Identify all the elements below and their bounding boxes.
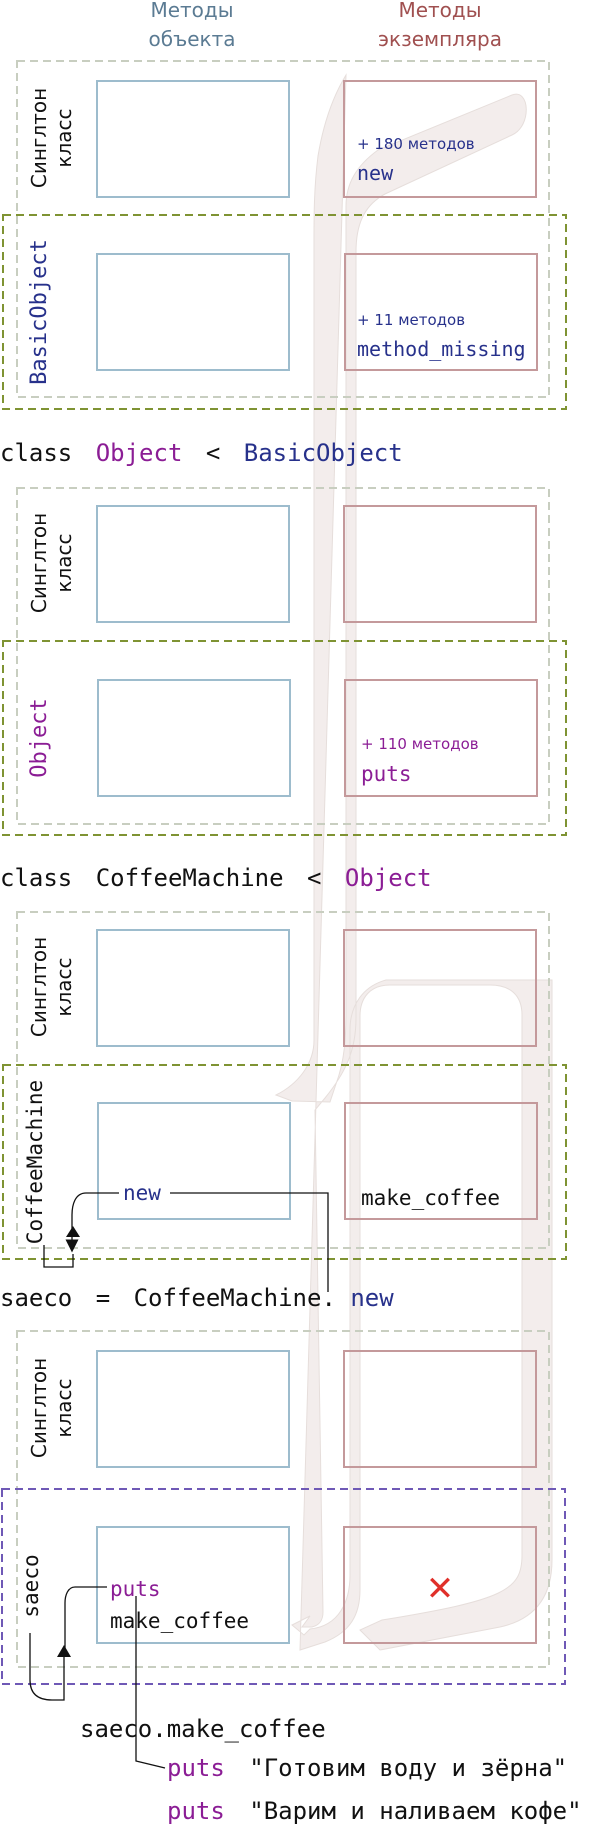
- coffee-machine-class-frame: [2, 1064, 567, 1260]
- object-instance-count: + 110 методов: [361, 735, 479, 753]
- object-declaration-keyword: class: [0, 439, 72, 467]
- object-singleton-label-line-1: Синглтон: [27, 513, 51, 613]
- saeco-assignment-target: saeco: [0, 1284, 72, 1312]
- object-singleton-label-line-2: класс: [52, 533, 76, 592]
- basic-object-singleton-label-line-2: класс: [52, 108, 76, 167]
- saeco-object-frame: [1, 1488, 566, 1685]
- coffee-machine-class-declaration: class CoffeeMachine < Object: [0, 864, 432, 892]
- object-declaration-parent: BasicObject: [244, 439, 403, 467]
- saeco-assignment-method: new: [350, 1284, 394, 1312]
- saeco-assignment-operator: =: [96, 1284, 110, 1312]
- basic-object-instance-count: + 11 методов: [357, 311, 465, 329]
- basic-object-instance-methods-box: [344, 253, 538, 371]
- basic-object-object-methods-box: [96, 253, 290, 371]
- coffee-machine-declaration-operator: <: [307, 864, 321, 892]
- basic-object-singleton-instance-methods-box: [343, 80, 537, 198]
- saeco-singleton-label-line-1: Синглтон: [27, 1358, 51, 1458]
- saeco-singleton-object-methods-box: [96, 1350, 290, 1468]
- method-lookup-flow-path: [274, 73, 553, 1651]
- object-methods-header-line-1: Методы: [150, 0, 233, 22]
- saeco-arrow-head: [57, 1645, 71, 1657]
- object-singleton-object-methods-box: [96, 505, 290, 623]
- code-line-1: puts "Готовим воду и зёрна": [167, 1754, 567, 1782]
- code-line-1-argument: "Готовим воду и зёрна": [249, 1754, 567, 1782]
- code-line-2-method: puts: [167, 1797, 225, 1825]
- coffee-machine-arrow-head: [66, 1226, 80, 1237]
- object-declaration-name: Object: [96, 439, 183, 467]
- object-class-declaration: class Object < BasicObject: [0, 439, 403, 467]
- new-method-call-connector: [65, 1192, 119, 1253]
- saeco-instance-methods-box: [343, 1526, 537, 1644]
- saeco-singleton-class-frame: [16, 1330, 550, 1668]
- code-line-1-method: puts: [167, 1754, 225, 1782]
- coffee-machine-declaration-keyword: class: [0, 864, 72, 892]
- instance-methods-header-line-1: Методы: [398, 0, 481, 22]
- puts-call-connector: [64, 1586, 107, 1648]
- basic-object-class-frame: [2, 214, 567, 410]
- coffee-machine-class-label: CoffeeMachine: [23, 1080, 47, 1244]
- coffee-machine-instance-methods-box: [344, 1102, 538, 1220]
- new-method-return-line: [170, 1192, 329, 1292]
- instance-methods-header-line-2: экземпляра: [378, 27, 502, 51]
- saeco-object-methods-box: [96, 1526, 290, 1644]
- coffee-machine-loop-arrow: [43, 1245, 74, 1268]
- coffee-machine-singleton-label-line-2: класс: [52, 957, 76, 1016]
- coffee-machine-singleton-object-methods-box: [96, 929, 290, 1047]
- saeco-puts-method: puts: [110, 1577, 161, 1601]
- object-instance-methods-box: [344, 679, 538, 797]
- object-methods-header-line-2: объекта: [149, 27, 236, 51]
- code-line-2: puts "Варим и наливаем кофе": [167, 1797, 582, 1825]
- object-puts-method: puts: [361, 762, 412, 786]
- code-line-2-argument: "Варим и наливаем кофе": [249, 1797, 581, 1825]
- coffee-machine-object-methods-box: [97, 1102, 291, 1220]
- basic-object-singleton-new-method: new: [357, 161, 394, 185]
- coffee-machine-declaration-parent: Object: [345, 864, 432, 892]
- saeco-label: saeco: [19, 1554, 43, 1617]
- saeco-make-coffee-method: make_coffee: [110, 1609, 249, 1633]
- basic-object-singleton-object-methods-box: [96, 80, 290, 198]
- basic-object-singleton-class-frame: [16, 60, 550, 398]
- saeco-singleton-instance-methods-box: [343, 1350, 537, 1468]
- coffee-machine-singleton-instance-methods-box: [343, 929, 537, 1047]
- basic-object-class-label: BasicObject: [27, 239, 52, 385]
- object-object-methods-box: [97, 679, 291, 797]
- object-class-label: Object: [27, 698, 52, 777]
- object-singleton-instance-methods-box: [343, 505, 537, 623]
- saeco-singleton-label-line-2: класс: [52, 1378, 76, 1437]
- coffee-machine-declaration-name: CoffeeMachine: [96, 864, 284, 892]
- saeco-instance-methods-cross-icon: ✕: [426, 1569, 455, 1609]
- coffee-machine-singleton-class-frame: [16, 911, 550, 1249]
- make-coffee-call-connector: [135, 1596, 166, 1769]
- basic-object-method-missing-method: method_missing: [357, 337, 526, 361]
- coffee-machine-make-coffee-method: make_coffee: [361, 1186, 500, 1210]
- saeco-assignment: saeco = CoffeeMachine. new: [0, 1284, 394, 1312]
- object-class-frame: [2, 640, 567, 836]
- object-declaration-operator: <: [206, 439, 220, 467]
- basic-object-singleton-instance-count: + 180 методов: [357, 135, 475, 153]
- saeco-assignment-receiver: CoffeeMachine.: [134, 1284, 336, 1312]
- saeco-loop-arrow: [29, 1633, 65, 1701]
- object-singleton-class-frame: [16, 487, 550, 825]
- coffee-machine-singleton-label-line-1: Синглтон: [27, 937, 51, 1037]
- coffee-machine-new-method: new: [123, 1181, 161, 1205]
- saeco-make-coffee-call: saeco.make_coffee: [80, 1715, 326, 1743]
- basic-object-singleton-label-line-1: Синглтон: [27, 88, 51, 188]
